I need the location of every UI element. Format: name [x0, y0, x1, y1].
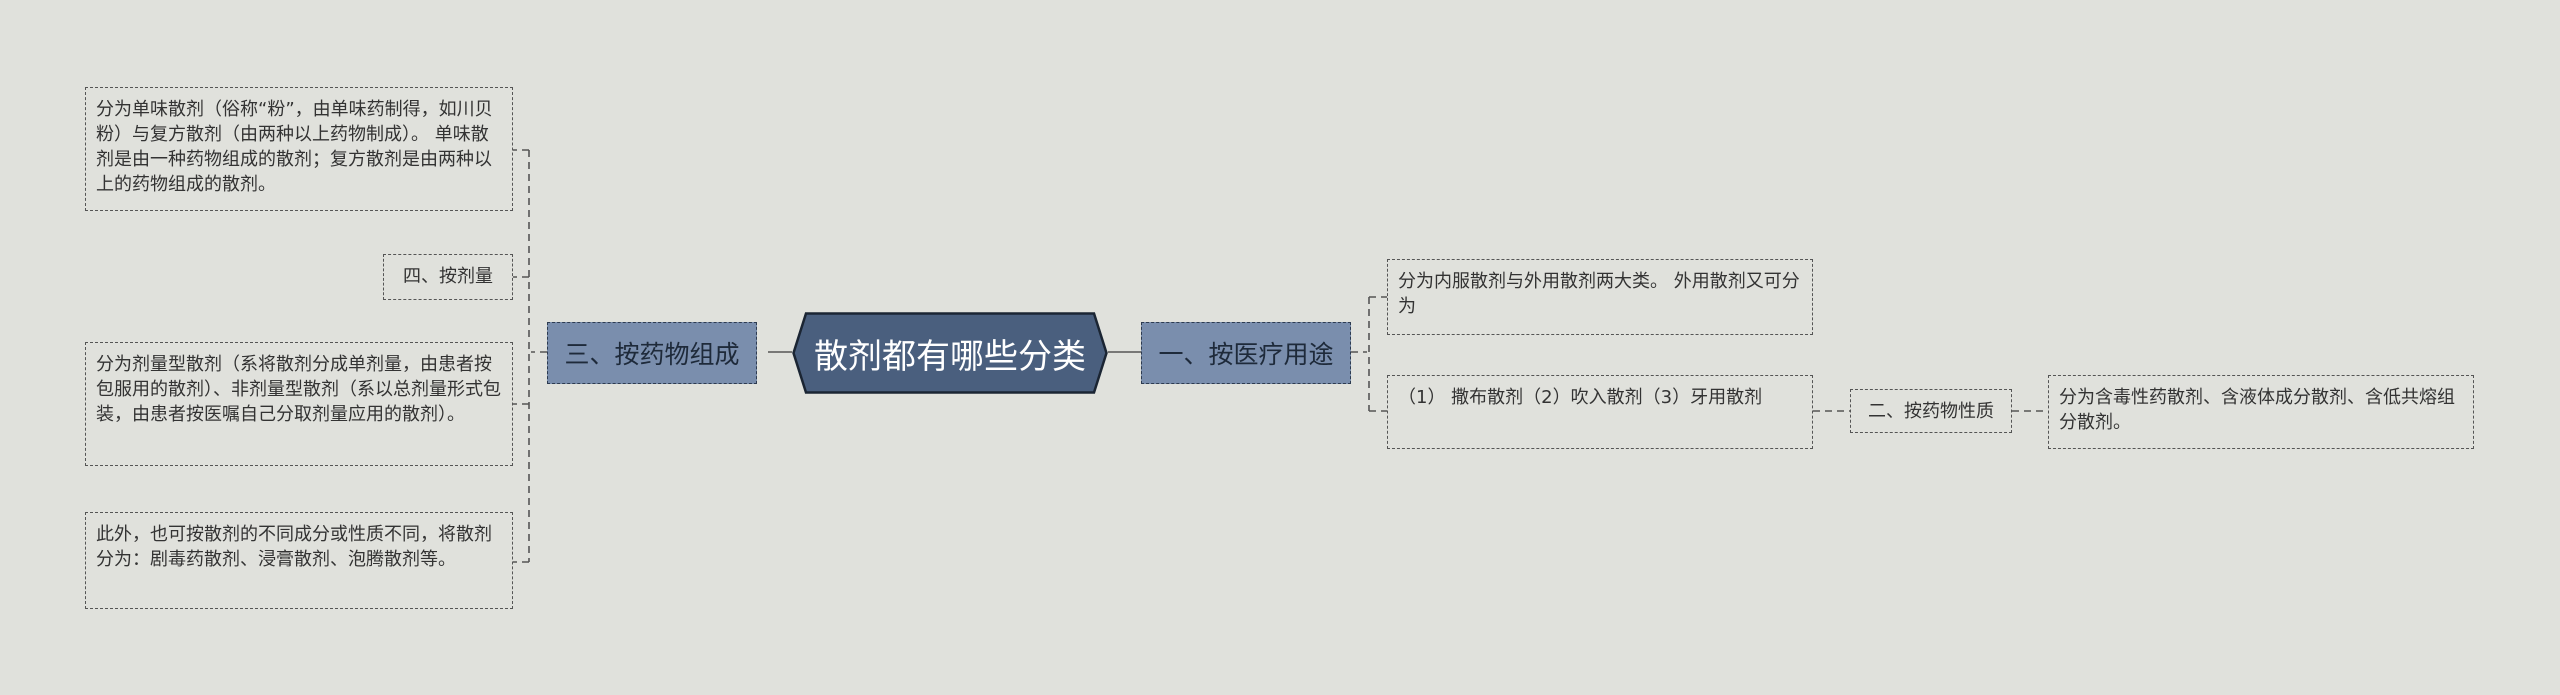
branch-medical-use-label: 一、按医疗用途 [1158, 340, 1334, 369]
node-by-dose[interactable]: 四、按剂量 [383, 254, 513, 300]
leaf-internal-external-text: 分为内服散剂与外用散剂两大类。 外用散剂又可分为 [1398, 271, 1800, 317]
leaf-single-compound[interactable]: 分为单味散剂（俗称“粉”，由单味药制得，如川贝粉）与复方散剂（由两种以上药物制成… [85, 87, 513, 211]
leaf-single-compound-text: 分为单味散剂（俗称“粉”，由单味药制得，如川贝粉）与复方散剂（由两种以上药物制成… [96, 99, 493, 195]
leaf-other-types-text: 此外，也可按散剂的不同成分或性质不同，将散剂分为：剧毒药散剂、浸膏散剂、泡腾散剂… [96, 524, 492, 570]
branch-composition-label: 三、按药物组成 [564, 340, 740, 369]
leaf-external-types-text: （1） 撒布散剂（2）吹入散剂（3）牙用散剂 [1398, 387, 1763, 408]
leaf-dose-types-text: 分为剂量型散剂（系将散剂分成单剂量，由患者按包服用的散剂）、非剂量型散剂（系以总… [96, 354, 501, 425]
root-node[interactable]: 散剂都有哪些分类 [792, 312, 1108, 394]
branch-composition[interactable]: 三、按药物组成 [547, 322, 757, 384]
leaf-dose-types[interactable]: 分为剂量型散剂（系将散剂分成单剂量，由患者按包服用的散剂）、非剂量型散剂（系以总… [85, 342, 513, 466]
leaf-internal-external[interactable]: 分为内服散剂与外用散剂两大类。 外用散剂又可分为 [1387, 259, 1813, 335]
leaf-drug-property-text: 分为含毒性药散剂、含液体成分散剂、含低共熔组分散剂。 [2059, 387, 2455, 433]
node-drug-property[interactable]: 二、按药物性质 [1850, 389, 2012, 433]
root-label: 散剂都有哪些分类 [814, 336, 1086, 377]
leaf-external-types[interactable]: （1） 撒布散剂（2）吹入散剂（3）牙用散剂 [1387, 375, 1813, 449]
leaf-drug-property[interactable]: 分为含毒性药散剂、含液体成分散剂、含低共熔组分散剂。 [2048, 375, 2474, 449]
leaf-other-types[interactable]: 此外，也可按散剂的不同成分或性质不同，将散剂分为：剧毒药散剂、浸膏散剂、泡腾散剂… [85, 512, 513, 609]
node-drug-property-label: 二、按药物性质 [1868, 401, 1994, 422]
branch-medical-use[interactable]: 一、按医疗用途 [1141, 322, 1351, 384]
root-node-shape [792, 312, 1108, 394]
node-by-dose-label: 四、按剂量 [403, 266, 493, 287]
